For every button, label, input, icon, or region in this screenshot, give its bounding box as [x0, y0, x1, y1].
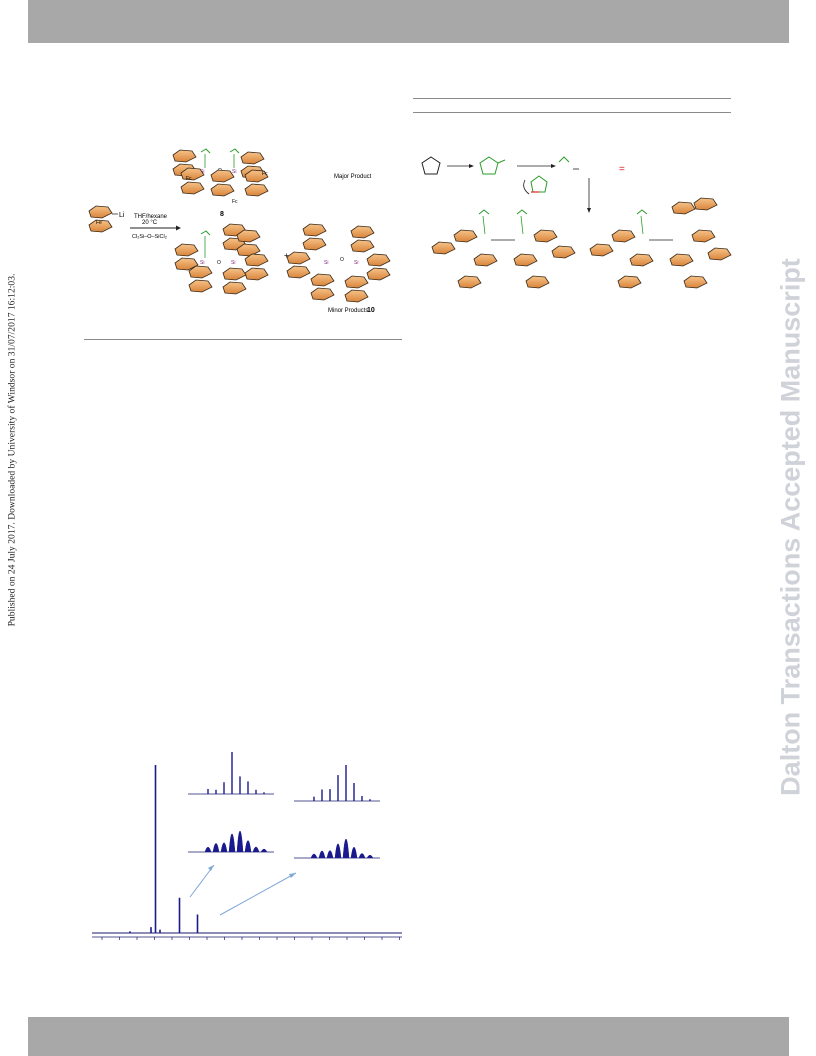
- reaction-scheme-right: =: [421, 156, 732, 289]
- product-structure-right: [589, 197, 732, 289]
- nmr-spectrum: [92, 752, 402, 940]
- spectrum-ticks: [101, 937, 400, 940]
- silicon-label-5: Si: [324, 260, 328, 266]
- publication-side-note-text: Published on 24 July 2017. Downloaded by…: [6, 273, 18, 627]
- minor-product-structure-b: Si O Si Minor Products 10: [287, 224, 390, 314]
- inset-b: [188, 830, 274, 853]
- major-product-label: Major Product: [334, 174, 372, 180]
- scheme-bottom-rule: [84, 339, 402, 340]
- silicon-label-6: Si: [354, 260, 358, 266]
- inset-d-peak-0: [310, 853, 318, 859]
- conditions-temperature: 20 °C: [142, 220, 158, 226]
- inset-d-peak-4: [342, 838, 350, 859]
- conditions-solvent: THF/hexane: [134, 214, 168, 220]
- product-structure-left: [431, 209, 576, 289]
- inset-c: [294, 765, 380, 802]
- fc-label-3: Fc: [232, 199, 238, 205]
- inset-b-peak-5: [244, 840, 252, 853]
- inset-d-peak-5: [350, 846, 358, 859]
- cyclic-mechanism-icon: [523, 175, 548, 195]
- silicon-label-4: Si: [231, 260, 235, 266]
- fc-label: Fc: [186, 176, 192, 182]
- zoom-arrow-b: [219, 872, 297, 916]
- silicon-label-2: Si: [232, 169, 236, 175]
- plus-sign: +: [284, 251, 289, 260]
- compound-number-minor-b: 10: [367, 307, 375, 314]
- accepted-manuscript-watermark: Dalton Transactions Accepted Manuscript: [768, 215, 814, 840]
- inset-b-peak-4: [236, 830, 244, 853]
- inset-b-peak-2: [220, 842, 228, 853]
- minor-product-structure-a: Si O Si 9: [175, 224, 268, 320]
- fc-label-2: Fc: [262, 171, 268, 177]
- inset-d-peak-3: [334, 843, 342, 859]
- scheme-top-rule: [413, 98, 731, 99]
- iron-label: Fe: [96, 220, 102, 226]
- bridge-oxygen-label-2: O: [217, 260, 221, 266]
- inset-d-peak-6: [358, 853, 366, 859]
- ferrocenyl-lithium-reagent: Li Fe: [89, 206, 125, 232]
- silicon-label-3: Si: [200, 260, 204, 266]
- inset-b-peak-3: [228, 833, 236, 853]
- bridge-oxygen-label-3: O: [340, 257, 344, 263]
- ring-opened-intermediate: [479, 156, 499, 175]
- watermark-text: Dalton Transactions Accepted Manuscript: [775, 258, 806, 796]
- conditions-reagent: Cl₂Si–O–SiCl₂: [132, 234, 167, 240]
- scheme-top-rule-2: [413, 112, 731, 113]
- inset-d-peak-1: [318, 850, 326, 859]
- compound-number-major: 8: [220, 211, 224, 218]
- journal-header-bar: [28, 0, 789, 43]
- equals-sign: =: [619, 164, 625, 175]
- inset-b-peak-1: [212, 843, 220, 853]
- inset-b-peak-6: [252, 846, 260, 853]
- journal-footer-bar: [28, 1017, 789, 1056]
- inset-b-peak-0: [204, 846, 212, 853]
- spectrum-peaks: [129, 765, 199, 933]
- lithium-label: Li: [119, 212, 125, 219]
- thf-ring: [421, 156, 441, 175]
- inset-d: [294, 838, 380, 859]
- inset-d-peak-2: [326, 850, 334, 859]
- inset-a: [188, 752, 274, 795]
- inset-b-peak-7: [260, 848, 268, 853]
- inset-d-peak-7: [366, 854, 374, 859]
- zoom-arrow-a: [189, 864, 215, 898]
- publication-side-note: Published on 24 July 2017. Downloaded by…: [2, 240, 22, 660]
- minor-products-label: Minor Products: [328, 308, 368, 314]
- major-product-structure: Si O Si Fc Fc Fc Major Product 8: [173, 148, 372, 218]
- reaction-scheme-left: Li Fe THF/hexane 20 °C Cl₂Si–O–SiCl₂ Si …: [84, 148, 404, 320]
